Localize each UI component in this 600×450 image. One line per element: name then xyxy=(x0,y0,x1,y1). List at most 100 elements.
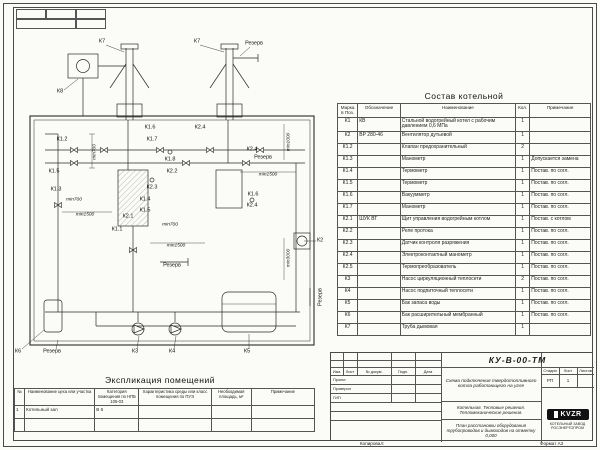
table-cell: Манометр xyxy=(399,155,517,169)
table-cell: Постав. по согл. xyxy=(529,227,591,241)
table-cell: К2.4 xyxy=(336,251,359,265)
table-cell: Стальной водогрейный котел с рабочим дав… xyxy=(399,116,517,133)
table-cell xyxy=(357,251,401,265)
table-cell: К1.4 xyxy=(336,167,359,181)
schematic-label: К1.4 xyxy=(139,196,151,203)
table-cell: К6 xyxy=(336,311,359,325)
table-cell: 1 xyxy=(515,227,531,241)
schematic-label: К2.3 xyxy=(146,184,158,191)
column-header: Примечание xyxy=(250,387,316,407)
table-cell xyxy=(357,287,401,301)
schematic-label: Резерв xyxy=(317,288,324,306)
stamp-col-date: Дата xyxy=(423,368,433,374)
stage-header: Стадия xyxy=(543,368,557,373)
table-cell: КВ xyxy=(357,116,401,133)
table-cell: ШУК ВТ xyxy=(357,215,401,229)
table-cell xyxy=(357,203,401,217)
table-cell: 1 xyxy=(515,131,531,145)
table-cell: 1 xyxy=(515,155,531,169)
table-cell xyxy=(357,179,401,193)
table-cell xyxy=(13,418,26,433)
table-cell: 2 xyxy=(515,143,531,157)
table-cell: К1.2 xyxy=(336,143,359,157)
column-header: Примечание xyxy=(529,103,591,118)
sheets-header: Листов xyxy=(579,368,592,373)
table-cell: К2.3 xyxy=(336,239,359,253)
table-cell xyxy=(210,418,252,433)
table-cell: Клапан предохранительный xyxy=(399,143,517,157)
section-line1: Котельная. Тепловые решения. xyxy=(457,405,525,410)
stamp-role-designer: Проект. xyxy=(333,377,347,382)
column-header: Необходимая площадь, м² xyxy=(210,387,252,407)
table-cell: 1 xyxy=(515,251,531,265)
table-cell: К2.1 xyxy=(336,215,359,229)
schematic-label: min700 xyxy=(66,197,82,203)
schematic-label: К2.1 xyxy=(122,213,134,220)
stamp-col-list: Лист xyxy=(345,368,355,374)
schematic-label: Резерв xyxy=(163,262,181,269)
table-cell: 1 xyxy=(515,179,531,193)
schematic-label: К1.2 xyxy=(56,136,68,143)
parts-table-title: Состав котельной xyxy=(424,91,504,101)
table-cell: 1 xyxy=(515,167,531,181)
table-cell: К5 xyxy=(336,299,359,313)
schematic-label: min1000 xyxy=(286,132,292,152)
table-cell: 1 xyxy=(515,239,531,253)
corner-stamp-cell xyxy=(16,19,76,29)
schematic-label: min1500 xyxy=(75,212,95,218)
table-cell: Допускается замена xyxy=(529,155,591,169)
table-cell: Щит управления водогрейным котлом xyxy=(399,215,517,229)
schematic-label: К2.4 xyxy=(194,124,206,131)
column-header: Наименование xyxy=(399,103,517,118)
schematic-label: К4 xyxy=(168,348,176,355)
format-label: Формат А3 xyxy=(540,441,564,446)
table-cell: Постав. по согл. xyxy=(529,239,591,253)
schematic-label: Резерв xyxy=(43,348,61,355)
schematic-label: К1.7 xyxy=(146,136,158,143)
table-cell: Вакуумметр xyxy=(399,191,517,205)
column-header: Наименование цеха или участка xyxy=(24,387,96,407)
table-cell: К4 xyxy=(336,287,359,301)
logo-text: KVZR xyxy=(560,411,582,418)
schematic-label: К1.5 xyxy=(139,207,151,214)
company-line2: РОСЭНЕРГОПРОМ xyxy=(551,426,584,431)
column-header: Обозначение xyxy=(357,103,401,118)
table-cell: К1.3 xyxy=(336,155,359,169)
schematic-label: К1.3 xyxy=(50,186,62,193)
table-cell xyxy=(529,131,591,145)
column-header: Кол. xyxy=(515,103,531,118)
stamp-col-docnum: № докум. xyxy=(365,368,383,374)
table-cell xyxy=(357,299,401,313)
stage-value: РП xyxy=(546,378,554,383)
stamp-role-checker: Проверил xyxy=(333,386,351,391)
column-header: № xyxy=(13,387,26,407)
column-header: Категория помещения по НПБ 105-03 xyxy=(94,387,140,407)
table-cell: Термопреобразователь xyxy=(399,263,517,277)
schematic-label: К5 xyxy=(243,348,251,355)
schematic-label: К7 xyxy=(98,38,106,45)
schematic-label: К6 xyxy=(14,348,22,355)
table-cell: Термометр xyxy=(399,167,517,181)
table-cell: 1 xyxy=(515,311,531,325)
table-cell: Котельный зал xyxy=(24,405,96,420)
table-cell: Термометр xyxy=(399,179,517,193)
table-row xyxy=(13,418,316,433)
table-cell: 1 xyxy=(515,299,531,313)
table-cell: К1 xyxy=(336,116,359,133)
section-line2: Тепломеханические решения. xyxy=(459,410,523,415)
drawing-frame-outer xyxy=(3,3,597,447)
table-cell: ВР 280-46 xyxy=(357,131,401,145)
stamp-col-sign: Подп. xyxy=(397,368,409,374)
schematic-label: К1.6 xyxy=(144,124,156,131)
